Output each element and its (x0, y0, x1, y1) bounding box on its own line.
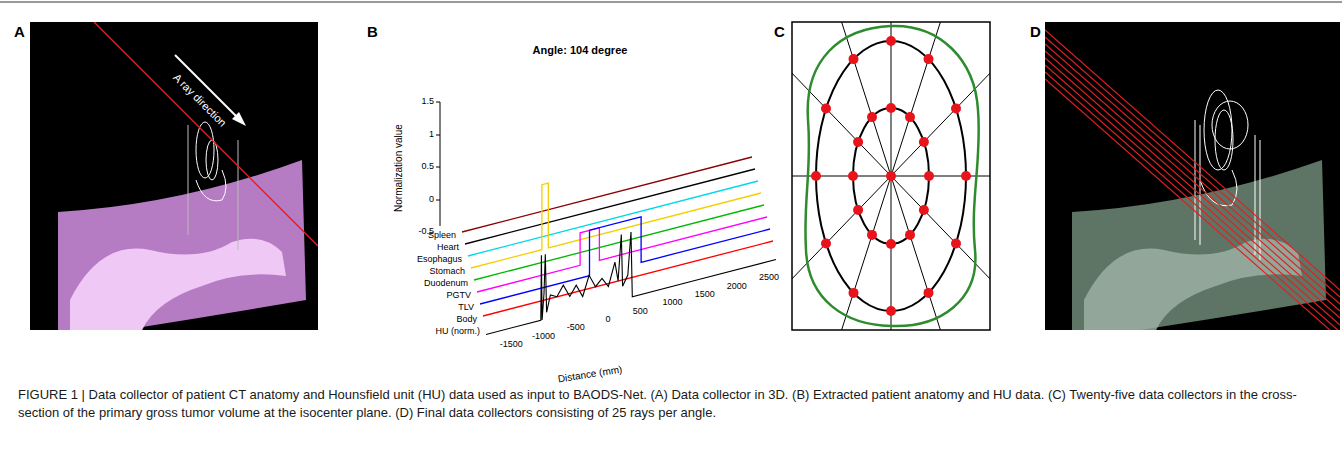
tick-label: -500 (567, 323, 585, 333)
tick-label: 0.5 (421, 162, 434, 172)
category-label: TLV (458, 303, 474, 313)
tick-label: 0 (605, 315, 610, 325)
category-label: Duodenum (424, 279, 468, 289)
tick-label: 2000 (727, 282, 747, 292)
tick-label: -1500 (500, 340, 523, 350)
category-label: Spleen (428, 231, 456, 241)
panel-a-render (30, 22, 318, 330)
panel-letter: A (14, 24, 25, 41)
panel-letter: B (367, 24, 378, 41)
tick-label: 2500 (759, 273, 779, 283)
category-label: PGTV (446, 291, 471, 301)
axis-title: Distance (mm) (557, 363, 623, 384)
tick-label: 500 (633, 307, 648, 317)
axis-title: Normalization value (393, 124, 404, 212)
chart-title: Angle: 104 degree (533, 44, 628, 56)
panel-letter: C (774, 24, 785, 41)
panel-letter: D (1030, 24, 1041, 41)
top-rule (0, 1, 1342, 3)
category-label: Heart (437, 243, 459, 253)
profile-chart (436, 102, 776, 335)
category-label: HU (norm.) (436, 327, 481, 337)
tick-label: 0 (429, 195, 434, 205)
category-label: Esophagus (417, 255, 462, 265)
tick-label: 1.5 (421, 97, 434, 107)
panel-d-render (1045, 22, 1340, 330)
tick-label: 1 (429, 130, 434, 140)
category-label: Stomach (429, 267, 465, 277)
tick-label: 1500 (695, 290, 715, 300)
tick-label: 1000 (662, 298, 682, 308)
tick-label: -1000 (532, 332, 555, 342)
figure-caption: FIGURE 1 | Data collector of patient CT … (18, 386, 1324, 422)
category-label: Body (456, 315, 477, 325)
